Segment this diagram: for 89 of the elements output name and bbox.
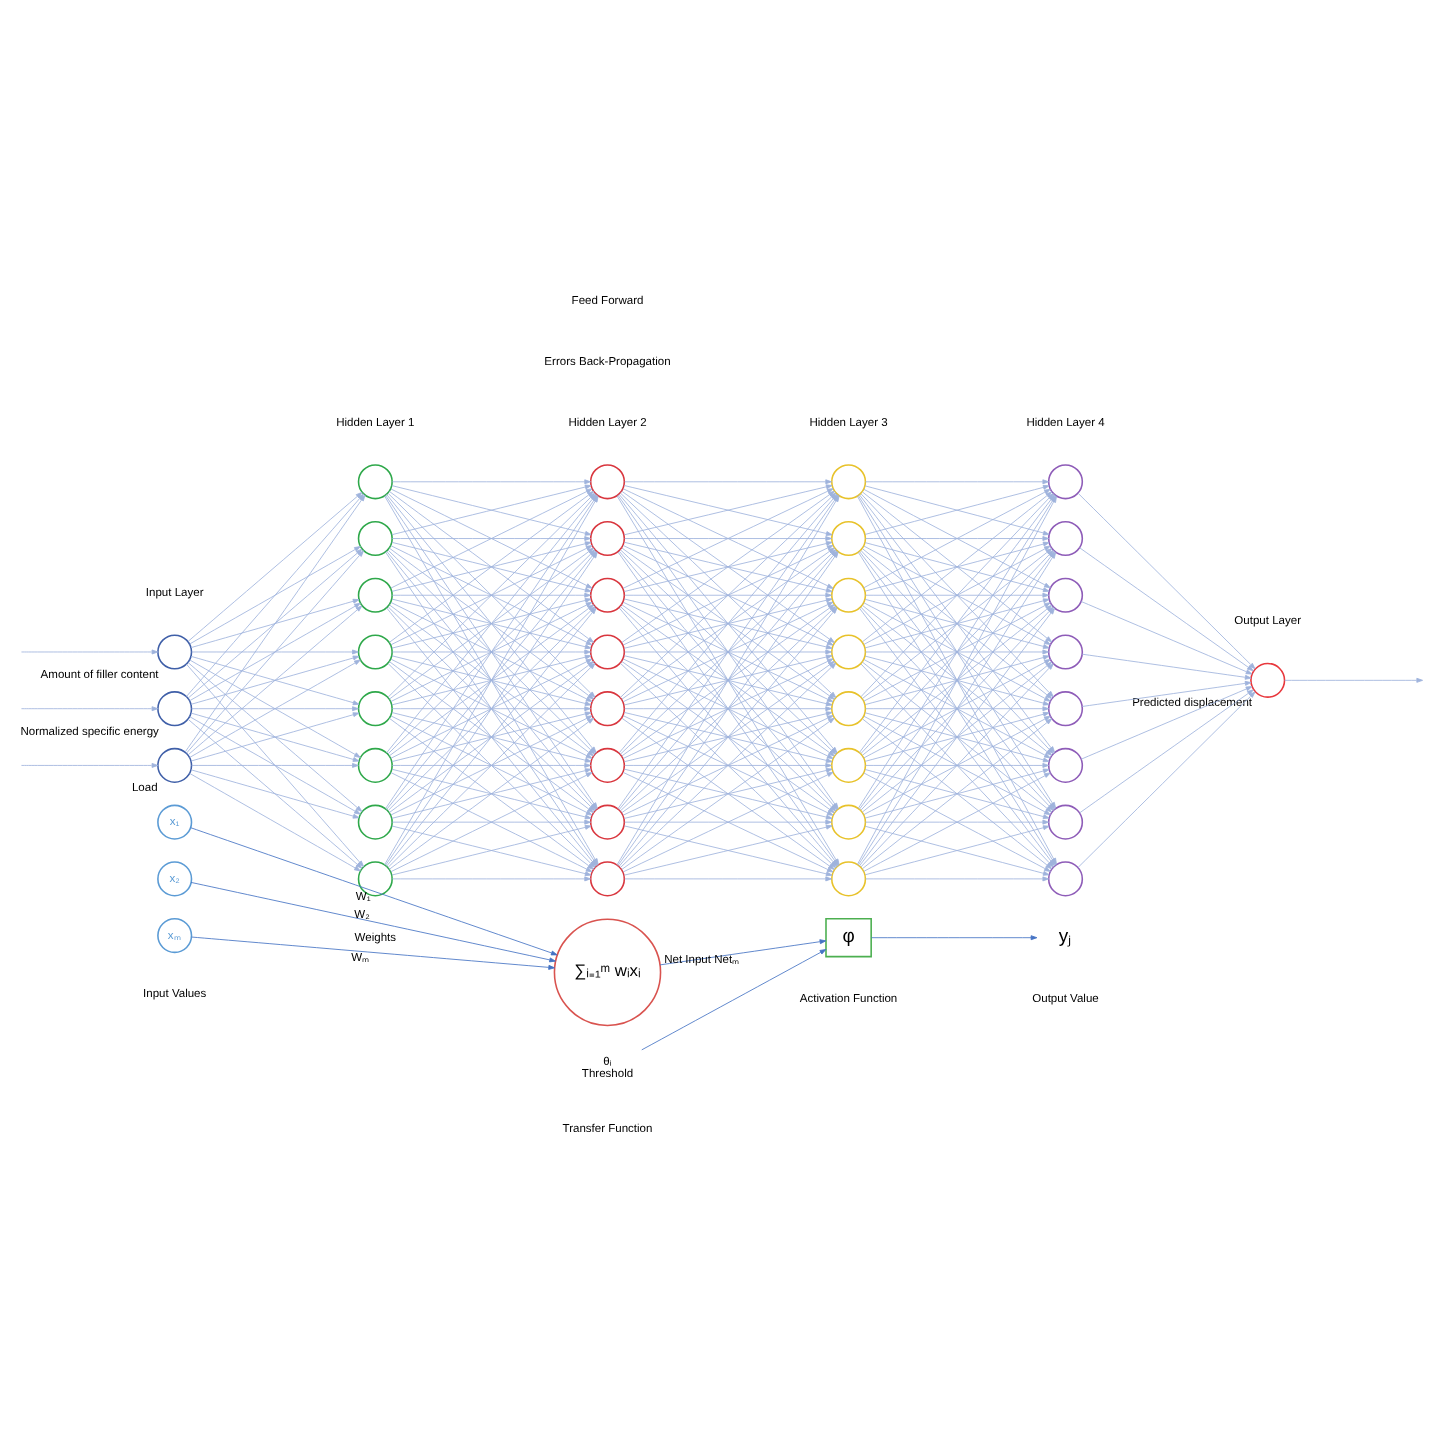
arrow <box>390 772 593 873</box>
arrow <box>641 949 827 1051</box>
arrow <box>622 715 834 816</box>
arrow <box>1284 677 1423 683</box>
arrow <box>864 825 1050 876</box>
arrow <box>621 660 835 814</box>
arrow <box>391 592 591 598</box>
arrow <box>390 715 593 816</box>
arrow <box>865 763 1050 768</box>
arrow <box>865 536 1050 541</box>
arrow <box>1081 680 1252 707</box>
arrow <box>863 659 1051 759</box>
arrow <box>624 876 832 882</box>
arrow <box>622 771 834 873</box>
arrow <box>190 769 360 819</box>
arrow <box>190 712 360 762</box>
arrow <box>1077 492 1256 670</box>
arrow <box>391 819 591 825</box>
arrow <box>189 773 361 872</box>
arrow <box>191 649 359 655</box>
arrow <box>189 546 361 645</box>
arrow <box>624 706 832 712</box>
arrow <box>187 662 363 812</box>
arrow <box>1081 653 1252 680</box>
arrow <box>622 488 834 589</box>
arrow <box>864 598 1050 649</box>
node-circle <box>357 691 393 727</box>
arrow <box>871 935 1038 941</box>
arrow <box>391 536 591 541</box>
arrow <box>624 763 832 768</box>
arrow <box>624 479 832 485</box>
arrow <box>21 649 159 655</box>
node-circle <box>357 634 393 670</box>
node-circle <box>157 691 193 727</box>
arrow <box>622 658 834 759</box>
arrow <box>190 827 558 956</box>
arrow <box>659 939 827 966</box>
arrow <box>863 715 1051 816</box>
arrow <box>186 663 364 868</box>
arrow <box>390 658 593 759</box>
arrow <box>21 706 159 712</box>
arrow <box>622 601 834 703</box>
arrow <box>186 550 364 754</box>
arrow <box>865 649 1050 655</box>
arrow <box>864 655 1050 706</box>
node-circle <box>157 634 193 670</box>
arrow <box>189 602 361 702</box>
node-text: yⱼ <box>1058 926 1073 949</box>
arrow <box>187 548 363 699</box>
arrow <box>190 598 360 649</box>
arrow <box>863 488 1051 589</box>
arrow <box>1080 601 1253 675</box>
arrow <box>624 536 832 541</box>
arrow <box>189 716 361 815</box>
arrow <box>391 763 591 768</box>
arrow <box>21 763 159 768</box>
arrow <box>1080 686 1253 760</box>
arrow <box>191 936 555 970</box>
arrow <box>865 479 1050 485</box>
arrow <box>1079 547 1254 672</box>
arrow <box>863 545 1051 645</box>
arrow <box>391 479 591 485</box>
arrow <box>391 876 591 882</box>
arrow <box>865 592 1050 598</box>
arrow <box>191 763 359 768</box>
arrow <box>187 718 363 869</box>
arrow <box>190 882 556 963</box>
arrow <box>865 706 1050 712</box>
arrow <box>1077 691 1256 868</box>
arrow <box>1079 689 1254 814</box>
arrow <box>391 649 591 655</box>
arrow <box>191 706 359 712</box>
arrow <box>187 605 363 756</box>
arrow <box>390 545 593 646</box>
arrow <box>865 819 1050 825</box>
arrow <box>391 706 591 712</box>
arrow <box>624 592 832 598</box>
arrow <box>624 819 832 825</box>
arrow <box>863 772 1051 872</box>
arrow <box>189 659 361 758</box>
arrow <box>862 718 1053 870</box>
arrow <box>624 649 832 655</box>
arrow <box>865 876 1050 882</box>
node-box: φ <box>825 918 872 958</box>
node-circle <box>357 747 393 783</box>
arrow <box>863 602 1051 702</box>
node-circle: ∑ᵢ₌₁ᵐ wᵢxᵢ <box>553 918 662 1027</box>
arrow <box>390 488 593 589</box>
node-circle <box>157 747 193 783</box>
